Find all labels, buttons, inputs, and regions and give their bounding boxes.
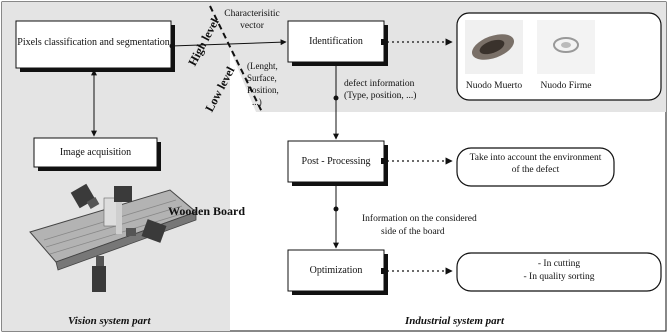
vector-item-2: Surface, bbox=[247, 73, 277, 83]
characteristic-vector-line-2: vector bbox=[240, 21, 264, 31]
identification-label: Identification bbox=[309, 36, 363, 47]
dead-knot-caption: Nuodo Muerto bbox=[465, 81, 523, 91]
environment-box bbox=[456, 147, 615, 187]
box-image-acquisition bbox=[33, 137, 161, 171]
box-optimization bbox=[287, 249, 388, 295]
defect-information-line-2: (Type, position, ...) bbox=[344, 91, 417, 101]
port-square bbox=[381, 268, 387, 274]
firm-knot-image bbox=[537, 20, 595, 74]
box-identification bbox=[287, 20, 388, 66]
dead-knot-image bbox=[465, 20, 523, 74]
box-post-processing bbox=[287, 140, 388, 186]
characteristic-vector-line-1: Characterisitic bbox=[224, 9, 280, 19]
optimization-label: Optimization bbox=[309, 265, 363, 276]
post-processing-label: Post - Processing bbox=[301, 156, 371, 167]
wooden-board-illustration bbox=[29, 183, 197, 292]
optimization-goal-1: - In cutting bbox=[537, 259, 581, 269]
firm-knot-caption: Nuodo Firme bbox=[540, 81, 592, 91]
optimization-goals-box bbox=[456, 252, 662, 292]
information-side-line-1: Information on the considered bbox=[362, 214, 477, 224]
port-square bbox=[381, 158, 387, 164]
environment-line-2: of the defect bbox=[511, 165, 560, 175]
environment-line-1: Take into account the environment bbox=[469, 153, 602, 163]
connector-dot bbox=[333, 95, 339, 101]
connector-dot bbox=[169, 43, 175, 49]
defect-information-line-1: defect information bbox=[344, 79, 415, 89]
industrial-part-label: Industrial system part bbox=[405, 315, 505, 327]
pixels-classification-label: Pixels classification and segmentation bbox=[17, 37, 170, 48]
optimization-goal-2: - In quality sorting bbox=[523, 272, 595, 282]
wooden-board-label: Wooden Board bbox=[168, 204, 246, 218]
box-pixels-classification bbox=[15, 20, 175, 72]
vector-item-1: (Lenght, bbox=[247, 61, 278, 71]
image-acquisition-label: Image acquisition bbox=[59, 147, 132, 158]
vector-item-3: Position, bbox=[247, 85, 279, 95]
vector-item-4: ...) bbox=[252, 97, 262, 107]
connector-dot bbox=[333, 206, 339, 212]
arrow-to-identification bbox=[170, 39, 287, 47]
vision-part-label: Vision system part bbox=[68, 315, 151, 327]
port-square bbox=[381, 39, 387, 45]
information-side-line-2: side of the board bbox=[381, 227, 445, 237]
